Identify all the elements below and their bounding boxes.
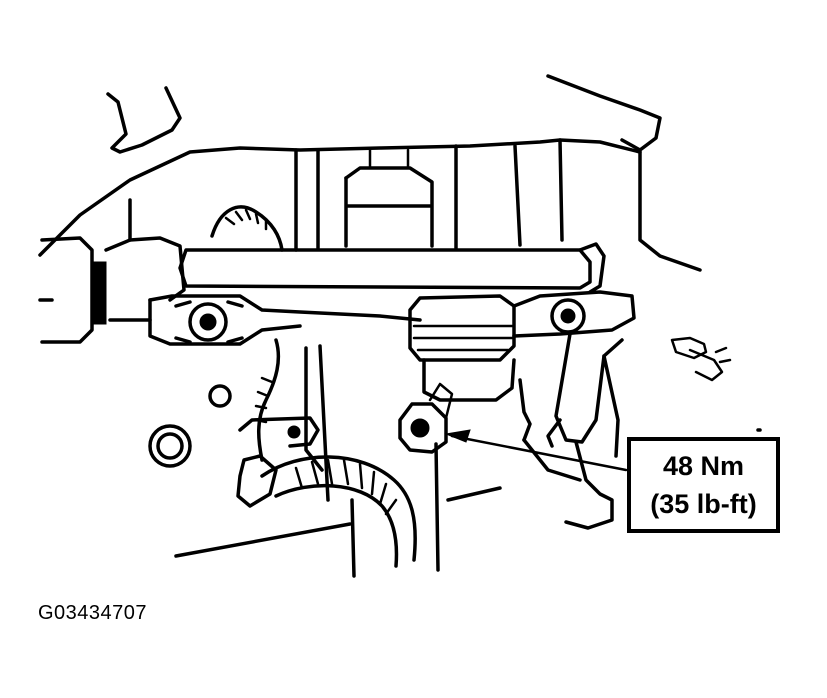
center-mount-bushing xyxy=(408,290,636,402)
lower-wire-harness xyxy=(236,338,417,568)
right-bolt-center xyxy=(560,308,576,324)
upper-wire-harness xyxy=(210,205,284,252)
figure-id: G03434707 xyxy=(38,602,148,624)
left-bolt-center xyxy=(199,313,217,331)
torque-spec-callout: 48 Nm (35 lb-ft) xyxy=(627,437,780,533)
vertical-frame-members xyxy=(304,344,440,578)
torque-metric: 48 Nm xyxy=(662,451,745,481)
large-hole-outer xyxy=(148,424,192,468)
left-mount-dark xyxy=(91,261,107,325)
callout-leader-arrow xyxy=(444,429,628,472)
frame-holes xyxy=(148,384,232,468)
lower-floor-lines xyxy=(174,428,762,558)
harness-clip xyxy=(287,425,301,439)
torqued-fastener xyxy=(398,382,454,454)
upper-body-panel xyxy=(38,74,702,302)
fastener-head xyxy=(410,418,430,438)
lower-control-arm xyxy=(148,294,422,346)
right-link xyxy=(518,332,624,530)
left-frame-bracket xyxy=(40,198,186,344)
actuator-motor xyxy=(344,148,434,248)
right-bolt xyxy=(550,298,586,334)
large-hole-inner xyxy=(156,432,184,460)
small-hole xyxy=(208,384,232,408)
torque-imperial: (35 lb-ft) xyxy=(650,489,757,519)
sensor-connector xyxy=(670,336,732,382)
cross-member xyxy=(178,144,606,294)
